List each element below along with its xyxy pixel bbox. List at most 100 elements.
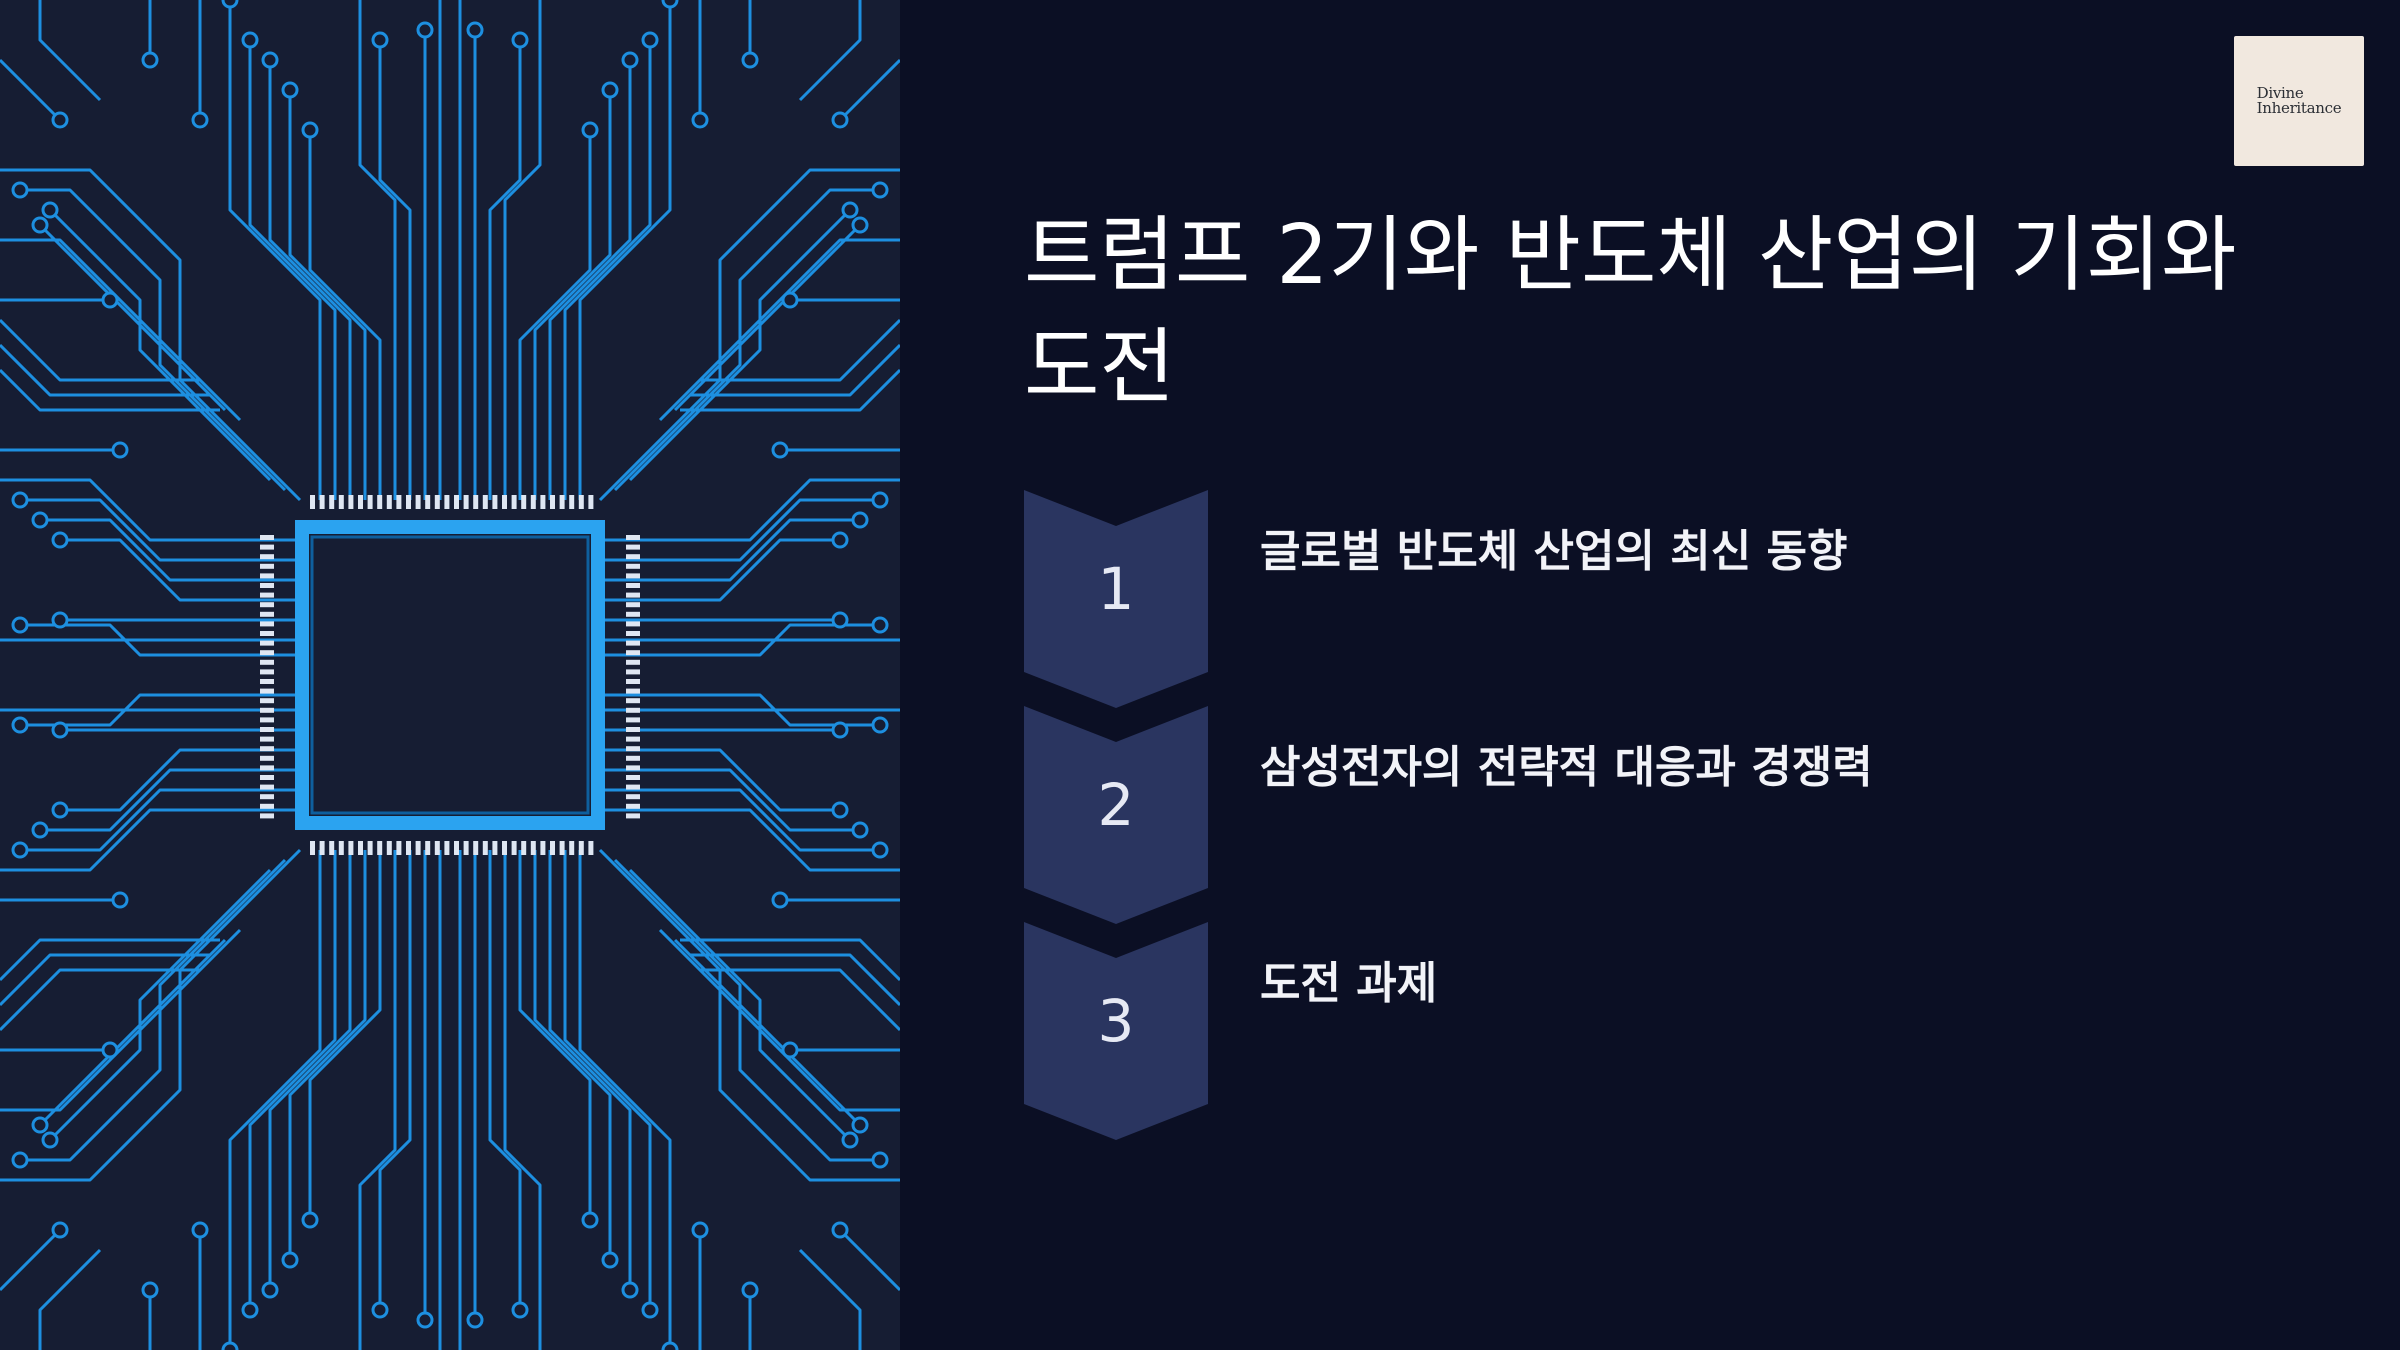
circuit-pad xyxy=(31,821,49,839)
chip-inner-border xyxy=(310,535,590,815)
circuit-pad xyxy=(621,1281,639,1299)
chip-pin xyxy=(550,841,555,855)
circuit-pad xyxy=(641,1301,659,1319)
circuit-trace xyxy=(0,928,242,1112)
circuit-pad xyxy=(831,611,849,629)
chip-pin xyxy=(434,841,440,855)
circuit-pad xyxy=(851,216,869,234)
chip-pin xyxy=(338,841,344,855)
circuit-trace xyxy=(0,58,62,122)
chip-pin xyxy=(454,495,459,509)
circuit-pad xyxy=(871,616,889,634)
circuit-pad xyxy=(581,121,599,139)
chip-pin xyxy=(626,707,640,713)
chip-pin xyxy=(260,611,274,617)
circuit-pad xyxy=(11,616,29,634)
chip-pin xyxy=(260,707,274,713)
circuit-trace xyxy=(308,850,382,1220)
circuit-pad xyxy=(871,181,889,199)
circuit-pad xyxy=(601,81,619,99)
circuit-pad xyxy=(261,1281,279,1299)
chip-body xyxy=(295,520,605,830)
circuit-pad xyxy=(281,1251,299,1269)
chip-pin xyxy=(260,746,274,752)
chip-pin xyxy=(626,794,640,800)
chip-pin xyxy=(511,495,517,509)
circuit-pad xyxy=(301,1211,319,1229)
circuit-trace xyxy=(288,850,367,1260)
chip-pin xyxy=(415,495,421,509)
circuit-pad xyxy=(831,801,849,819)
circuit-trace xyxy=(40,768,300,832)
chip-pin xyxy=(260,554,274,560)
chip-pin xyxy=(260,592,274,598)
circuit-pad xyxy=(831,111,849,129)
chip-pin xyxy=(386,841,392,855)
chip-pin xyxy=(626,621,640,627)
chip-pin xyxy=(310,841,315,855)
circuit-pad xyxy=(191,1221,209,1239)
chip-pin xyxy=(588,841,594,855)
circuit-pad xyxy=(261,51,279,69)
circuit-pad xyxy=(241,1301,259,1319)
chip-pin xyxy=(348,841,354,855)
chip-pin xyxy=(425,495,431,509)
chip-pin xyxy=(463,495,469,509)
circuit-board-image xyxy=(0,0,900,1350)
chip-pin xyxy=(260,813,274,819)
circuit-pad xyxy=(191,111,209,129)
circuit-trace xyxy=(598,848,900,1182)
chip-pin xyxy=(406,841,411,855)
circuit-pad xyxy=(11,181,29,199)
circuit-trace xyxy=(308,130,382,500)
chip-pin xyxy=(338,495,344,509)
chip-pin xyxy=(444,495,450,509)
circuit-trace xyxy=(20,788,300,852)
circuit-trace xyxy=(0,368,220,412)
chip-pin xyxy=(626,803,640,809)
chip-pin xyxy=(502,495,507,509)
circuit-pad xyxy=(11,716,29,734)
circuit-pad xyxy=(871,1151,889,1169)
circuit-pad xyxy=(11,841,29,859)
circuit-illustration xyxy=(0,0,900,1350)
circuit-trace xyxy=(228,0,322,500)
chip-pin xyxy=(521,495,527,509)
chip-pin xyxy=(521,841,527,855)
circuit-pad xyxy=(511,31,529,49)
circuit-pad xyxy=(111,441,129,459)
chip-pin xyxy=(260,698,274,704)
circuit-trace xyxy=(680,368,900,412)
circuit-trace xyxy=(838,1228,900,1292)
step-number: 3 xyxy=(1097,987,1135,1055)
chip-pin xyxy=(454,841,459,855)
circuit-trace xyxy=(600,498,880,562)
chip-pin xyxy=(260,650,274,656)
circuit-pad xyxy=(51,111,69,129)
chevron-shape xyxy=(1024,490,1208,708)
circuit-trace xyxy=(613,188,880,492)
chip-pin xyxy=(425,841,431,855)
chip-pin xyxy=(530,841,536,855)
circuit-trace xyxy=(548,60,632,500)
circuit-pad xyxy=(141,1281,159,1299)
circuit-trace xyxy=(563,40,652,500)
chip-pin xyxy=(626,717,640,723)
chip-pin xyxy=(260,784,274,790)
chip-pin xyxy=(358,841,363,855)
circuit-pad xyxy=(31,216,49,234)
chip-pin xyxy=(260,573,274,579)
circuit-trace xyxy=(600,768,860,832)
circuit-pad xyxy=(466,21,484,39)
circuit-pad xyxy=(301,121,319,139)
chip-pin xyxy=(260,775,274,780)
chip-pin xyxy=(492,495,498,509)
circuit-trace xyxy=(600,788,880,852)
chip-pin xyxy=(348,495,354,509)
chip-pin xyxy=(329,495,335,509)
chip-pin xyxy=(626,659,640,665)
chip-pin xyxy=(260,765,274,771)
chip-pin xyxy=(626,669,640,675)
chip-pin xyxy=(626,698,640,704)
circuit-pad xyxy=(641,31,659,49)
